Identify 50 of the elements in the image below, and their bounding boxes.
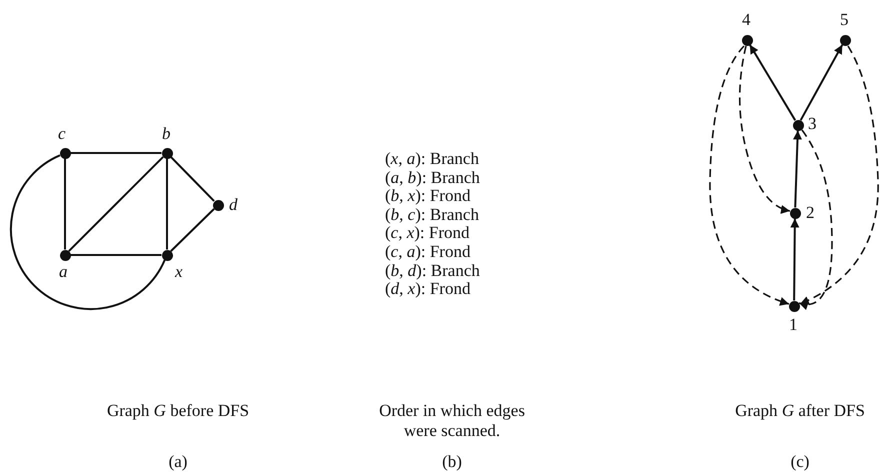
arrow xyxy=(790,218,800,301)
vertex-label: 2 xyxy=(806,203,814,223)
vertex-dot xyxy=(60,148,70,158)
vertex-dot xyxy=(790,208,800,218)
vertex-label: 1 xyxy=(789,315,798,335)
vertex-dot xyxy=(162,148,172,158)
vertex-label: 3 xyxy=(808,114,816,134)
vertex-dot xyxy=(162,250,172,260)
scan-order-entry: (d, x): Frond xyxy=(385,279,470,300)
dashed-arrow xyxy=(738,46,790,214)
edge-line xyxy=(10,154,166,310)
dashed-arrow xyxy=(709,45,790,306)
vertex-dot xyxy=(60,250,70,260)
figure-caption: Graph G after DFS xyxy=(734,401,866,421)
vertex-label: 5 xyxy=(840,10,848,30)
vertex-dot xyxy=(792,120,804,130)
scan-order-entry: (a, b): Branch xyxy=(385,168,480,188)
edge-line xyxy=(166,158,168,250)
scan-order-entry: (c, x): Frond xyxy=(385,223,470,244)
vertex-label: b xyxy=(162,124,170,144)
edge-line xyxy=(170,208,215,252)
vertex-dot xyxy=(212,200,224,210)
vertex-dot xyxy=(840,34,850,46)
edge-line xyxy=(170,156,215,202)
figure-caption: Graph G before DFS xyxy=(106,401,250,421)
scan-order-entry: (b, c): Branch xyxy=(385,204,479,225)
scan-order-entry: (b, d): Branch xyxy=(385,260,480,281)
vertex-label: d xyxy=(229,195,238,215)
figure-caption: Order in which edges were scanned. xyxy=(378,401,526,441)
scan-order-entry: (x, a): Branch xyxy=(385,149,479,169)
scan-order-entry: (c, a): Frond xyxy=(385,242,470,262)
panel-label: (c) xyxy=(790,452,810,472)
edge-line xyxy=(68,156,164,252)
vertex-label: 4 xyxy=(742,10,750,30)
dashed-arrow xyxy=(798,130,833,310)
edge-line xyxy=(70,254,162,256)
panel-label: (a) xyxy=(168,452,188,472)
dashed-arrow xyxy=(800,46,879,305)
edge-line xyxy=(70,152,162,154)
panel-label: (b) xyxy=(441,452,463,472)
vertex-label: c xyxy=(58,124,66,144)
arrow xyxy=(800,44,844,121)
vertex-dot xyxy=(788,300,800,312)
arrow xyxy=(748,44,796,121)
edge-line xyxy=(64,158,66,250)
scan-order-entry: (b, x): Frond xyxy=(385,186,470,206)
arrow xyxy=(793,130,802,208)
vertex-dot xyxy=(742,34,752,46)
vertex-label: x xyxy=(175,262,183,282)
vertex-label: a xyxy=(59,262,68,282)
